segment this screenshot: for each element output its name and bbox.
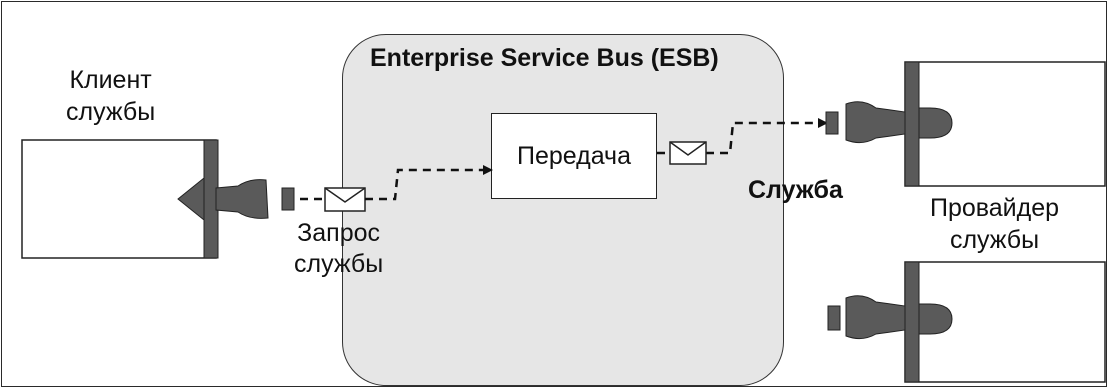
request-envelope-icon [324, 187, 366, 212]
transfer-label: Передача [516, 141, 631, 170]
service-envelope-icon [669, 141, 707, 165]
esb-bus-area [342, 34, 784, 386]
transfer-node: Передача [491, 113, 657, 199]
provider-connector-icon-top [825, 101, 906, 144]
service-flow-arrow [657, 123, 826, 155]
service-provider-box-bottom [904, 261, 1106, 383]
request-label: Запрос службы [294, 218, 383, 280]
service-client-box [21, 139, 219, 259]
client-label: Клиент службы [66, 64, 155, 128]
esb-title: Enterprise Service Bus (ESB) [370, 44, 719, 72]
request-flow-arrow [300, 170, 491, 201]
service-provider-box-top [904, 61, 1106, 187]
request-label-text: Запрос службы [294, 219, 384, 278]
client-connector-icon [177, 176, 295, 222]
provider-connector-icon-bottom [827, 295, 906, 340]
client-label-text: Клиент службы [66, 66, 156, 126]
service-label: Служба [748, 176, 843, 204]
provider-label-text: Провайдер службы [930, 194, 1060, 254]
provider-label: Провайдер службы [930, 192, 1059, 256]
